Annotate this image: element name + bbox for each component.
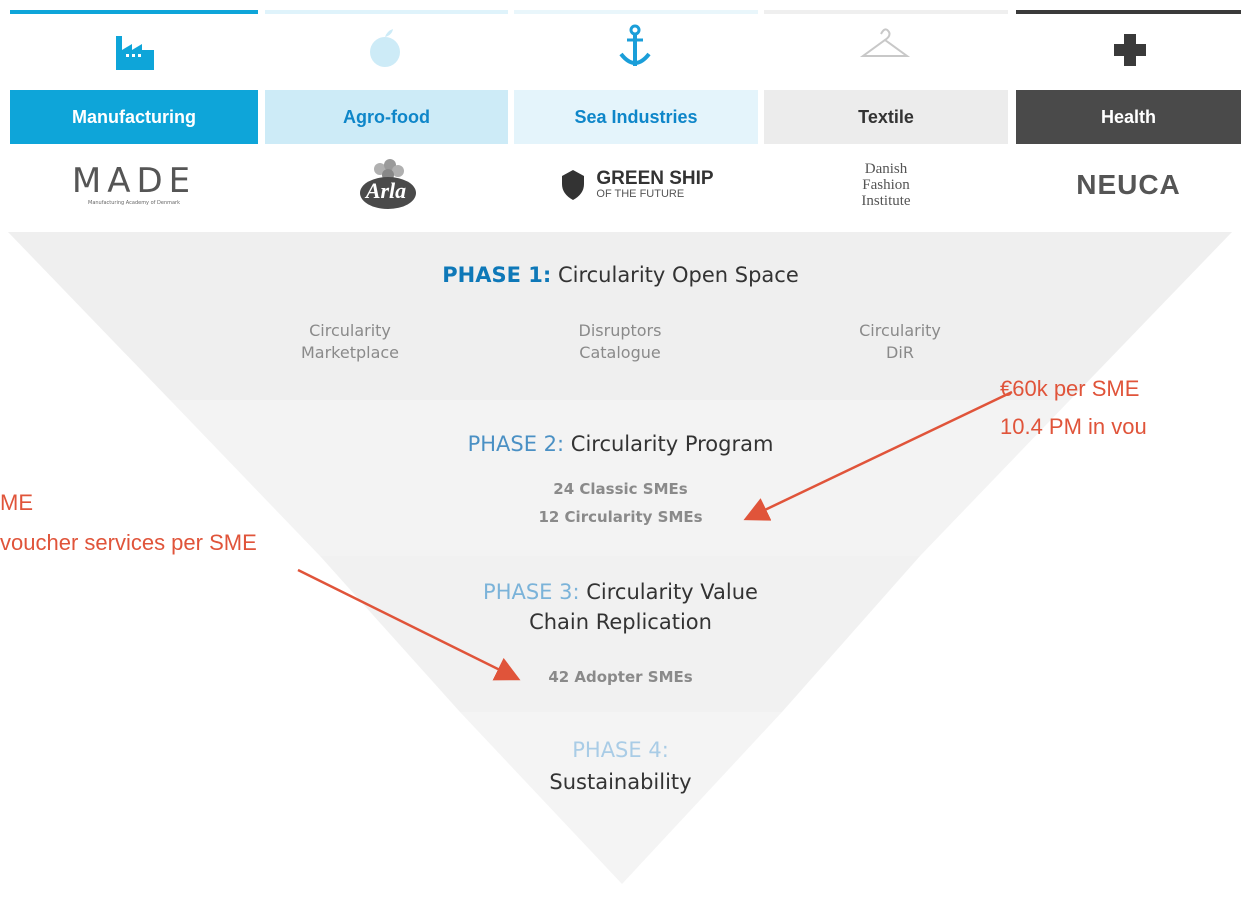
- phase-3-title: PHASE 3: Circularity Value: [0, 580, 1241, 604]
- sector-sea-industries: Sea Industries: [514, 90, 758, 144]
- phase-4-name: Sustainability: [549, 770, 692, 794]
- green-ship-logo: GREEN SHIP OF THE FUTURE: [514, 150, 758, 220]
- neuca-logo: NEUCA: [1016, 150, 1241, 220]
- phase-2-name: Circularity Program: [570, 432, 774, 456]
- annotation-right-line1: €60k per SME: [1000, 376, 1140, 401]
- hanger-icon: [845, 22, 925, 72]
- phase-1-label: PHASE 1:: [442, 263, 552, 287]
- sector-bar-sea-industries: [514, 10, 758, 14]
- phase-3-name: Circularity Value: [586, 580, 758, 604]
- arla-logo: Arla: [265, 150, 508, 220]
- item-line: Circularity: [859, 321, 941, 340]
- phase-2-classic-smes: 24 Classic SMEs: [553, 480, 688, 498]
- made-logo-subtext: Manufacturing Academy of Denmark: [88, 200, 180, 206]
- sector-agro-food: Agro-food: [265, 90, 508, 144]
- sector-bar-agro-food: [265, 10, 508, 14]
- phase-4-label: PHASE 4:: [572, 738, 669, 762]
- annotation-left-line1: ME: [0, 490, 33, 515]
- arrow-to-circularity-smes: [743, 390, 1013, 521]
- item-line: DiR: [886, 343, 914, 362]
- phase-3-adopter-smes: 42 Adopter SMEs: [548, 668, 693, 686]
- anchor-icon: [595, 22, 675, 72]
- green-ship-logo-text: GREEN SHIP: [596, 168, 714, 189]
- sector-health: Health: [1016, 90, 1241, 144]
- item-line: Catalogue: [579, 343, 661, 362]
- cross-icon: [1090, 22, 1170, 72]
- phase-2-band: [170, 400, 1070, 556]
- phase-1-item-marketplace: Circularity Marketplace: [270, 320, 430, 364]
- arrow-to-adopter-smes: [297, 568, 521, 681]
- made-logo: MADE Manufacturing Academy of Denmark: [10, 150, 258, 220]
- phase-1-title: PHASE 1: Circularity Open Space: [0, 263, 1241, 287]
- sector-bar-manufacturing: [10, 10, 258, 14]
- phase-1-item-dir: Circularity DiR: [820, 320, 980, 364]
- neuca-logo-text: NEUCA: [1076, 169, 1181, 200]
- phase-3-band: [320, 556, 920, 712]
- item-line: Disruptors: [578, 321, 662, 340]
- phase-1-item-catalogue: Disruptors Catalogue: [540, 320, 700, 364]
- phase-3-title-line2: Chain Replication: [529, 610, 712, 634]
- green-ship-logo-subtext: OF THE FUTURE: [596, 188, 685, 200]
- danish-fashion-institute-text: Danish Fashion Institute: [861, 161, 911, 209]
- danish-fashion-institute-logo: Danish Fashion Institute: [764, 150, 1008, 220]
- factory-icon: [96, 22, 176, 72]
- made-logo-text: MADE: [71, 161, 197, 201]
- phase-1-name: Circularity Open Space: [557, 263, 799, 287]
- sector-textile: Textile: [764, 90, 1008, 144]
- sector-bar-textile: [764, 10, 1008, 14]
- phase-3-label: PHASE 3:: [483, 580, 580, 604]
- phase-1-band: [8, 232, 1232, 400]
- item-line: Circularity: [309, 321, 391, 340]
- apple-icon: [345, 22, 425, 72]
- sector-manufacturing: Manufacturing: [10, 90, 258, 144]
- phase-2-label: PHASE 2:: [467, 432, 565, 456]
- phase-4-band: [460, 712, 782, 884]
- annotation-right-line2: 10.4 PM in vou: [1000, 414, 1147, 439]
- annotation-left-line2: voucher services per SME: [0, 530, 257, 555]
- phase-2-title: PHASE 2: Circularity Program: [0, 432, 1241, 456]
- phase-2-circularity-smes: 12 Circularity SMEs: [538, 508, 703, 526]
- item-line: Marketplace: [300, 343, 400, 362]
- arla-logo-text: Arla: [365, 178, 407, 203]
- sector-bar-health: [1016, 10, 1241, 14]
